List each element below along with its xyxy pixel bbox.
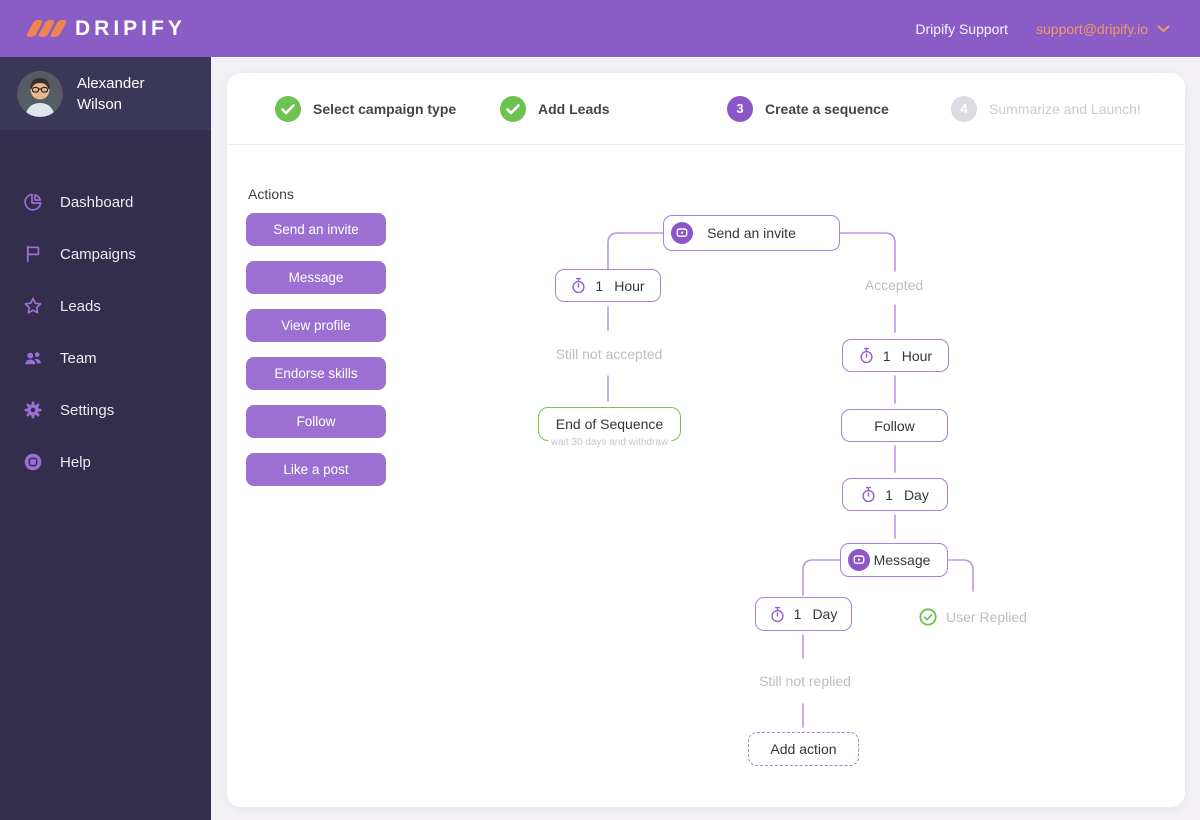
brand-name: DRIPIFY — [75, 16, 186, 40]
flow-node-delay-1-hour-left[interactable]: 1 Hour — [555, 269, 661, 302]
check-icon — [500, 95, 526, 122]
step-summarize-launch[interactable]: 4 Summarize and Launch! — [951, 95, 1141, 122]
sidebar-item-label: Leads — [60, 297, 101, 315]
step-number-badge: 3 — [727, 95, 753, 122]
delay-unit: Hour — [614, 277, 645, 294]
step-add-leads[interactable]: Add Leads — [500, 95, 610, 122]
step-select-campaign-type[interactable]: Select campaign type — [275, 95, 457, 122]
delay-unit: Day — [812, 606, 838, 622]
node-label: Send an invite — [707, 225, 796, 241]
chevron-down-icon — [1157, 25, 1170, 32]
step-number-badge: 4 — [951, 95, 977, 122]
sidebar: Alexander Wilson Dashboard Campaigns Lea… — [0, 57, 211, 820]
delay-number: 1 — [885, 486, 893, 503]
flow-node-end-of-sequence[interactable]: End of Sequence wait 30 days and withdra… — [538, 407, 681, 448]
end-of-sequence-note: wait 30 days and withdraw — [547, 437, 672, 448]
sidebar-item-help[interactable]: Help — [0, 436, 211, 488]
flow-node-send-invite[interactable]: Send an invite — [663, 215, 840, 251]
branch-label-still-not-replied: Still not replied — [759, 673, 851, 689]
flow-node-delay-1-day-bottom[interactable]: 1 Day — [755, 597, 852, 631]
flow-node-add-action[interactable]: Add action — [748, 732, 859, 766]
node-label: Message — [873, 552, 931, 568]
sidebar-item-dashboard[interactable]: Dashboard — [0, 176, 211, 228]
logo-slashes-icon — [25, 20, 68, 37]
stopwatch-icon — [771, 606, 784, 622]
action-follow[interactable]: Follow — [246, 405, 386, 438]
message-bubble-icon — [848, 549, 870, 571]
delay-number: 1 — [882, 347, 891, 364]
top-bar: DRIPIFY Dripify Support support@dripify.… — [0, 0, 1200, 57]
branch-label-still-not-accepted: Still not accepted — [555, 346, 663, 362]
delay-number: 1 — [793, 606, 802, 622]
flow-node-message[interactable]: Message — [840, 543, 948, 577]
sidebar-item-label: Help — [60, 453, 91, 471]
step-label: Create a sequence — [765, 100, 889, 117]
sidebar-item-team[interactable]: Team — [0, 332, 211, 384]
people-icon — [23, 348, 43, 368]
step-label: Summarize and Launch! — [989, 100, 1141, 117]
flow-node-delay-1-day-right[interactable]: 1 Day — [842, 478, 948, 511]
avatar — [17, 70, 63, 117]
branch-label-user-replied: User Replied — [919, 608, 1027, 626]
action-message[interactable]: Message — [246, 261, 386, 294]
account-email: support@dripify.io — [1036, 20, 1148, 37]
sidebar-item-leads[interactable]: Leads — [0, 280, 211, 332]
sidebar-item-label: Settings — [60, 401, 115, 419]
check-circle-icon — [919, 608, 937, 626]
stopwatch-icon — [862, 486, 875, 503]
flow-node-delay-1-hour-right[interactable]: 1 Hour — [842, 339, 949, 372]
dashboard-pie-icon — [23, 192, 43, 212]
user-name: Alexander Wilson — [77, 74, 145, 113]
sidebar-item-campaigns[interactable]: Campaigns — [0, 228, 211, 280]
action-like-a-post[interactable]: Like a post — [246, 453, 386, 486]
sidebar-menu: Dashboard Campaigns Leads Team — [0, 130, 211, 488]
account-menu[interactable]: support@dripify.io — [1036, 21, 1170, 37]
flag-icon — [23, 244, 43, 264]
branch-label-text: User Replied — [946, 609, 1027, 625]
stopwatch-icon — [860, 347, 873, 364]
user-profile[interactable]: Alexander Wilson — [0, 57, 211, 130]
step-label: Add Leads — [538, 100, 610, 117]
node-label: Follow — [874, 417, 915, 434]
sidebar-item-label: Campaigns — [60, 245, 136, 263]
actions-title: Actions — [248, 186, 294, 202]
sidebar-item-label: Dashboard — [60, 193, 134, 211]
branch-label-accepted: Accepted — [864, 277, 924, 293]
flow-connectors — [607, 232, 974, 728]
topbar-right: Dripify Support support@dripify.io — [915, 21, 1170, 37]
campaign-builder-card: Select campaign type Add Leads 3 Create … — [227, 73, 1185, 807]
stepper: Select campaign type Add Leads 3 Create … — [227, 73, 1185, 145]
delay-number: 1 — [595, 277, 604, 294]
step-create-sequence[interactable]: 3 Create a sequence — [727, 95, 889, 122]
gear-icon — [23, 400, 43, 420]
node-label: Add action — [770, 741, 837, 757]
dripify-logo[interactable]: DRIPIFY — [25, 16, 186, 41]
stopwatch-icon — [572, 277, 586, 294]
node-label: End of Sequence — [555, 416, 664, 432]
action-send-an-invite[interactable]: Send an invite — [246, 213, 386, 246]
flow-node-follow[interactable]: Follow — [841, 409, 948, 442]
action-endorse-skills[interactable]: Endorse skills — [246, 357, 386, 390]
sidebar-item-settings[interactable]: Settings — [0, 384, 211, 436]
sidebar-item-label: Team — [60, 349, 97, 367]
message-bubble-icon — [671, 222, 693, 244]
delay-unit: Hour — [901, 347, 933, 364]
step-label: Select campaign type — [313, 100, 457, 117]
check-icon — [275, 95, 301, 122]
delay-unit: Day — [903, 486, 929, 503]
star-icon — [23, 296, 43, 316]
action-view-profile[interactable]: View profile — [246, 309, 386, 342]
support-link[interactable]: Dripify Support — [915, 20, 1008, 37]
lifebuoy-icon — [23, 452, 43, 472]
